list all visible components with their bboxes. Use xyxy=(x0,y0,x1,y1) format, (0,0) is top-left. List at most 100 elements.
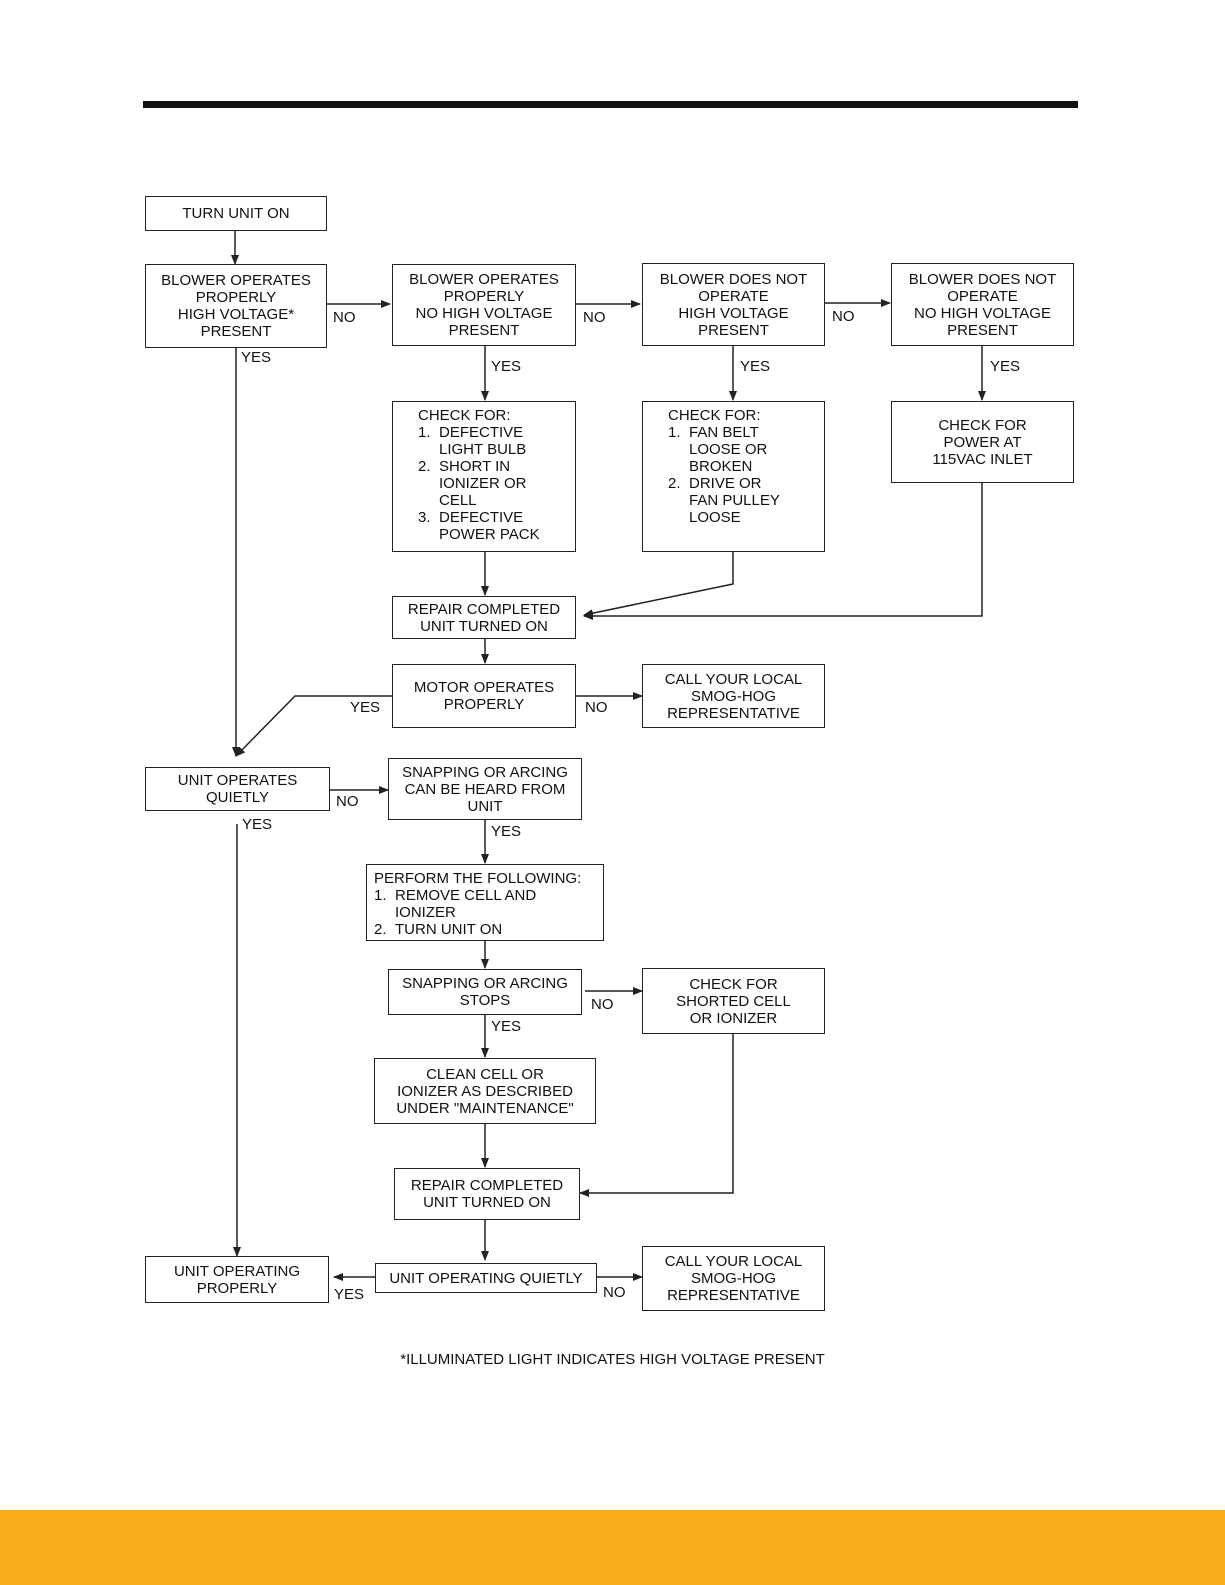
box-text-line: OPERATE xyxy=(698,287,769,305)
box-text-line: OPERATE xyxy=(947,287,1018,305)
yes-label: YES xyxy=(990,358,1021,375)
list-item-text: LIGHT BULB xyxy=(439,441,527,458)
box-text-line: STOPS xyxy=(459,992,511,1009)
box-text-line: PRESENT xyxy=(698,321,769,339)
box-text-line: UNIT TURNED ON xyxy=(423,1194,551,1211)
box-text-line: REPRESENTATIVE xyxy=(667,1287,800,1304)
yes-label: YES xyxy=(491,358,522,375)
list-item-text: POWER PACK xyxy=(439,526,540,543)
list-item-text: FAN PULLEY xyxy=(689,492,780,509)
list-item-text: FAN BELT xyxy=(689,424,759,441)
box-text-line: 115VAC INLET xyxy=(932,450,1033,468)
no-label: NO xyxy=(583,309,606,326)
yes-label: YES xyxy=(350,699,381,716)
box-text-line: CHECK FOR xyxy=(689,975,778,993)
box-text-line: PROPERLY xyxy=(196,1279,278,1297)
box-text-line: SHORTED CELL xyxy=(676,992,791,1010)
arrow-checkpower-to-repair1 xyxy=(583,483,983,620)
box-text-line: PRESENT xyxy=(200,323,272,340)
yes-label: YES xyxy=(491,823,522,840)
list-item-number: 1. xyxy=(374,887,387,904)
box-text-line: CLEAN CELL OR xyxy=(426,1065,544,1083)
box-text-line: MOTOR OPERATES xyxy=(413,679,555,696)
no-label: NO xyxy=(333,309,356,326)
list-heading: CHECK FOR: xyxy=(418,407,511,424)
turn-unit-on-box: TURN UNIT ON xyxy=(145,196,327,231)
box-text-line: PROPERLY xyxy=(195,289,277,306)
list-item-number: 1. xyxy=(668,424,681,441)
box-text-line: UNIT xyxy=(467,797,503,815)
no-label: NO xyxy=(336,793,359,810)
no-label: NO xyxy=(591,996,614,1013)
list-item-text: BROKEN xyxy=(689,458,753,475)
box-text-line: SMOG-HOG xyxy=(691,687,776,705)
box-text-line: CALL YOUR LOCAL xyxy=(664,670,803,688)
box-text-line: REPAIR COMPLETED xyxy=(407,600,561,618)
list-heading: CHECK FOR: xyxy=(668,407,761,424)
list-item-number: 1. xyxy=(418,424,431,441)
unit-operating-quietly-box: UNIT OPERATING QUIETLY xyxy=(375,1263,597,1293)
box-text-line: UNIT OPERATING xyxy=(173,1262,301,1280)
list-item-text: SHORT IN xyxy=(439,458,511,475)
list-item-text: DEFECTIVE xyxy=(439,424,524,441)
box-text-line: SMOG-HOG xyxy=(691,1270,776,1287)
box-text-line: PROPERLY xyxy=(443,288,525,305)
arrow-motor-to-quiet xyxy=(235,695,393,757)
list-item-number: 2. xyxy=(668,475,681,492)
arrow-check2-to-repair1 xyxy=(583,552,734,618)
list-heading: PERFORM THE FOLLOWING: xyxy=(374,870,582,887)
box-text-line: REPRESENTATIVE xyxy=(667,704,800,722)
box-text-line: SNAPPING OR ARCING xyxy=(402,763,568,781)
box-text-line: PRESENT xyxy=(448,322,520,339)
box-text-line: BLOWER DOES NOT xyxy=(659,270,808,288)
yes-label: YES xyxy=(242,816,273,833)
box-text-line: BLOWER DOES NOT xyxy=(908,270,1057,288)
no-label: NO xyxy=(832,308,855,325)
no-label: NO xyxy=(585,699,608,716)
box-text-line: OR IONIZER xyxy=(689,1009,778,1027)
box-text-line: PROPERLY xyxy=(443,696,525,713)
box-text-line: PRESENT xyxy=(947,321,1018,339)
list-item-number: 2. xyxy=(374,921,387,938)
list-item-number: 3. xyxy=(418,509,431,526)
yes-label: YES xyxy=(334,1286,365,1303)
box-text-line: UNIT OPERATING QUIETLY xyxy=(389,1269,583,1287)
box-text-line: BLOWER OPERATES xyxy=(409,271,559,288)
list-item-text: TURN UNIT ON xyxy=(395,921,503,938)
list-item-text: REMOVE CELL AND xyxy=(395,887,537,904)
box-text-line: UNIT OPERATES xyxy=(177,772,298,789)
box-text-line: HIGH VOLTAGE* xyxy=(177,306,295,323)
box-text-line: NO HIGH VOLTAGE xyxy=(415,305,553,322)
list-item: 2. TURN UNIT ON xyxy=(374,921,597,938)
list-item-text: DRIVE OR xyxy=(689,475,762,492)
box-text-line: REPAIR COMPLETED xyxy=(410,1177,564,1194)
list-item-text: CELL xyxy=(439,492,477,509)
yes-label: YES xyxy=(241,349,272,366)
box-text-line: TURN UNIT ON xyxy=(182,205,290,222)
header-rule xyxy=(143,101,1078,108)
box-text-line: UNIT TURNED ON xyxy=(420,617,548,635)
list-item-text: DEFECTIVE xyxy=(439,509,524,526)
list-item-text: IONIZER xyxy=(395,904,456,921)
box-text-line: IONIZER AS DESCRIBED xyxy=(397,1082,573,1100)
box-text-line: CALL YOUR LOCAL xyxy=(664,1253,803,1270)
